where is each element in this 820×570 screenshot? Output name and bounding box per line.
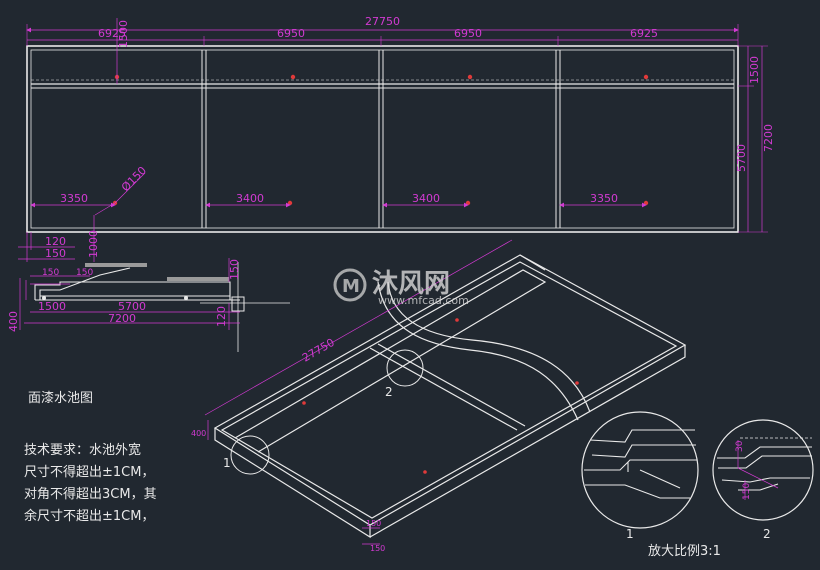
requirements-line-2: 尺寸不得超出±1CM， [24, 465, 155, 480]
callout-circle-1 [230, 435, 270, 475]
detail-dim-30: 30 [735, 440, 745, 452]
inner-depth-dim: 5700 [735, 144, 748, 172]
iso-corner-dim-2: 150 [370, 544, 385, 553]
detail-2: 30 150 2 [712, 419, 814, 541]
scale-note: 放大比例3:1 [648, 544, 721, 559]
section-dim-bottom-2: 5700 [118, 300, 146, 313]
requirements-line-3: 对角不得超出3CM，其 [24, 487, 157, 502]
requirements-line-1: 技术要求：水池外宽 [24, 443, 142, 458]
watermark: M 沐风网 www.mfcad.com [333, 268, 469, 307]
iso-height-dim: 400 [191, 429, 206, 438]
pool-outline [26, 45, 739, 233]
detail-label-2: 2 [763, 527, 771, 541]
lower-dim-2: 3400 [236, 192, 264, 205]
detail-dim-150: 150 [742, 483, 752, 500]
total-width-dim: 7200 [762, 124, 775, 152]
section-dim-right2: 120 [215, 306, 228, 327]
svg-text:M: M [342, 276, 360, 297]
drawing-title: 面漆水池图 [28, 391, 94, 406]
lower-dim-1: 3350 [60, 192, 88, 205]
plan-view: 27750 6925 6950 6950 6925 1500 1500 5700… [18, 15, 775, 262]
section-dim-left: 400 [7, 311, 20, 332]
section-dim-top-1: 150 [42, 268, 59, 278]
detail-1: 1 [581, 411, 699, 541]
callout-circle-2 [386, 349, 424, 387]
segment-dim-3: 6950 [454, 27, 482, 40]
lower-dim-4: 3350 [590, 192, 618, 205]
watermark-url: www.mfcad.com [378, 294, 469, 307]
right-strip-dim: 1500 [748, 56, 761, 84]
section-view: 150 150 150 120 1500 5700 7200 400 [7, 258, 290, 352]
upper-strip-dim: 1500 [117, 20, 130, 48]
section-dim-bottom-3: 7200 [108, 312, 136, 325]
segment-dim-1: 6925 [98, 27, 126, 40]
watermark-cn: 沐风网 [372, 269, 450, 299]
iso-length-dim: 27750 [300, 336, 337, 365]
left-small-dim-2: 150 [45, 247, 66, 260]
requirements-line-4: 余尺寸不超出±1CM， [24, 509, 155, 524]
section-dim-bottom-1: 1500 [38, 300, 66, 313]
lower-dim-3: 3400 [412, 192, 440, 205]
section-dim-top-2: 150 [76, 268, 93, 278]
left-vertical-dim: 1000 [87, 230, 100, 258]
segment-dim-2: 6950 [277, 27, 305, 40]
pipe-diameter-dim: Ø150 [119, 164, 149, 194]
left-small-dim-1: 120 [45, 235, 66, 248]
callout-label-1: 1 [223, 456, 231, 470]
segment-dim-4: 6925 [630, 27, 658, 40]
iso-corner-dim-1: 150 [366, 519, 381, 528]
overall-length-dim: 27750 [365, 15, 400, 28]
section-dim-right: 150 [228, 259, 241, 280]
callout-label-2: 2 [385, 385, 393, 399]
drain-markers [112, 74, 649, 206]
detail-label-1: 1 [626, 527, 634, 541]
